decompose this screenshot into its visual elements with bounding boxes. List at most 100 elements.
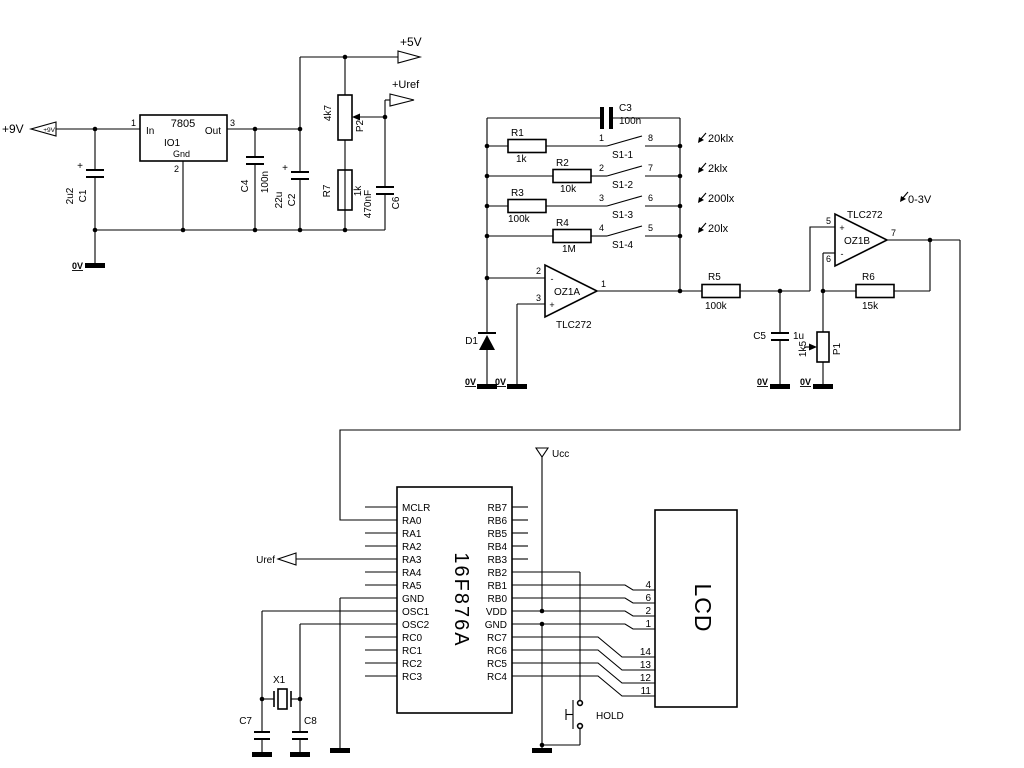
ground-symbol-c8 [290, 752, 310, 757]
output-range-annotation: 0-3V [900, 191, 932, 206]
mcu-pin-rc7: RC7 [487, 633, 507, 644]
s1-3-pin-left: 3 [599, 193, 604, 203]
mcu-pin-ra5: RA5 [402, 581, 422, 592]
c1-plus-sign: + [77, 161, 83, 172]
lcd-pin-6: 6 [645, 593, 651, 604]
s1-1-label: S1-1 [612, 150, 634, 161]
plus9v-connector-text: +9V [43, 127, 55, 134]
ucc-label: Ucc [552, 449, 569, 460]
r7-value: 1k [353, 185, 364, 197]
gnd-0v-label: 0V [757, 377, 768, 387]
power-wires [56, 56, 398, 263]
c4-name: C4 [240, 179, 251, 192]
p2-name: P2 [355, 119, 366, 132]
reg-pin-gnd: Gnd [173, 149, 190, 159]
switch-s1-4: 4 5 S1-4 [599, 223, 653, 251]
lcd-pin-12: 12 [640, 673, 652, 684]
hold-label: HOLD [596, 711, 624, 722]
ground-symbol-mcu-gnd [330, 748, 350, 753]
capacitor-c6: 470nF C6 [363, 186, 402, 218]
c1-name: C1 [78, 189, 89, 202]
photodiode-d1: D1 [465, 332, 496, 350]
resistor-r6: R6 15k [855, 272, 895, 312]
mcu-pin-gnd-right: GND [485, 620, 507, 631]
oz1a-name: OZ1A [554, 287, 580, 298]
uref-input-connector: Uref [256, 552, 297, 566]
resistor-r1: R1 1k [507, 128, 547, 165]
r2-name: R2 [556, 158, 569, 169]
oz1b-part: TLC272 [847, 210, 883, 221]
ground-symbol-c5: 0V [757, 377, 790, 389]
amp-wires [339, 117, 961, 521]
switch-s1-2: 2 7 S1-2 [599, 163, 653, 191]
s1-2-label: S1-2 [612, 180, 634, 191]
x1-name: X1 [273, 675, 286, 686]
oz1a-pin2: 2 [536, 266, 541, 276]
reg-name: IO1 [164, 138, 181, 149]
capacitor-c8: C8 [292, 716, 317, 740]
mcu-pin-vdd: VDD [486, 607, 507, 618]
mcu-pin-osc1: OSC1 [402, 607, 430, 618]
r6-name: R6 [862, 272, 875, 283]
r5-value: 100k [705, 301, 728, 312]
mcu-pin-rc1: RC1 [402, 646, 422, 657]
resistor-r3: R3 100k [507, 188, 547, 225]
c1-value: 2u2 [65, 187, 76, 204]
r7-name: R7 [322, 184, 333, 197]
ucc-triangle-icon [534, 447, 550, 458]
oz1b-pin7: 7 [891, 228, 896, 238]
potentiometer-p1: 1k5 P1 [798, 331, 843, 363]
c3-name: C3 [619, 103, 632, 114]
range-20lx: 20lx [708, 223, 729, 235]
d1-name: D1 [465, 336, 478, 347]
capacitor-c2: + 22u C2 [274, 163, 309, 208]
s1-4-pin-right: 5 [648, 223, 653, 233]
output-range-label: 0-3V [908, 194, 932, 206]
ground-symbol-c7 [252, 752, 272, 757]
oz1b-plus-sign: + [839, 223, 844, 233]
s1-4-pin-left: 4 [599, 223, 604, 233]
r5-name: R5 [708, 272, 721, 283]
mcu-part-label: 16F876A [450, 552, 472, 647]
mcu-pin-rc3: RC3 [402, 672, 422, 683]
mcu-pin-rb7: RB7 [488, 503, 508, 514]
s1-1-pin-left: 1 [599, 133, 604, 143]
oz1b-pin6: 6 [826, 254, 831, 264]
mcu-pin-rc2: RC2 [402, 659, 422, 670]
ground-symbol-c1: 0V [72, 261, 105, 271]
s1-1-pin-right: 8 [648, 133, 653, 143]
r2-value: 10k [560, 184, 577, 195]
mcu-pin-rb4: RB4 [488, 542, 508, 553]
c7-name: C7 [239, 716, 252, 727]
s1-2-pin-left: 2 [599, 163, 604, 173]
r1-value: 1k [516, 154, 528, 165]
c2-plus-sign: + [282, 163, 288, 174]
mcu-pin-rb2: RB2 [488, 568, 508, 579]
plus5v-label: +5V [400, 35, 422, 49]
capacitor-c4: C4 100n [240, 156, 271, 193]
p1-value: 1k5 [798, 341, 809, 358]
capacitor-c5: C5 1u [753, 331, 804, 342]
mcu-pin-ra1: RA1 [402, 529, 422, 540]
amplifier-section: C3 100n R1 1k R2 10k R3 100k R4 1M 1 8 S… [339, 103, 961, 521]
r4-value: 1M [562, 244, 576, 255]
uref-connector-icon [276, 552, 297, 566]
resistor-r2: R2 10k [552, 158, 592, 195]
hold-pushbutton: HOLD [565, 699, 624, 730]
range-annotations: 20klx 2klx 200lx 20lx [698, 132, 735, 235]
s1-3-label: S1-3 [612, 210, 634, 221]
r4-name: R4 [556, 218, 569, 229]
ucc-power-symbol: Ucc [534, 447, 569, 460]
ground-symbol-oz1a: 0V [495, 377, 527, 389]
opamp-oz1a: - + OZ1A TLC272 2 3 1 [536, 263, 606, 331]
mcu-pin-rb6: RB6 [488, 516, 508, 527]
mcu-pin-rb3: RB3 [488, 555, 508, 566]
oz1a-minus-sign: - [551, 274, 554, 284]
mcu-pin-gnd-left: GND [402, 594, 424, 605]
s1-4-label: S1-4 [612, 240, 634, 251]
mcu-pin-rc6: RC6 [487, 646, 507, 657]
p1-name: P1 [832, 342, 843, 355]
c6-name: C6 [391, 196, 402, 209]
p2-wiper-arrow-icon [352, 113, 360, 121]
mcu-pin-osc2: OSC2 [402, 620, 430, 631]
